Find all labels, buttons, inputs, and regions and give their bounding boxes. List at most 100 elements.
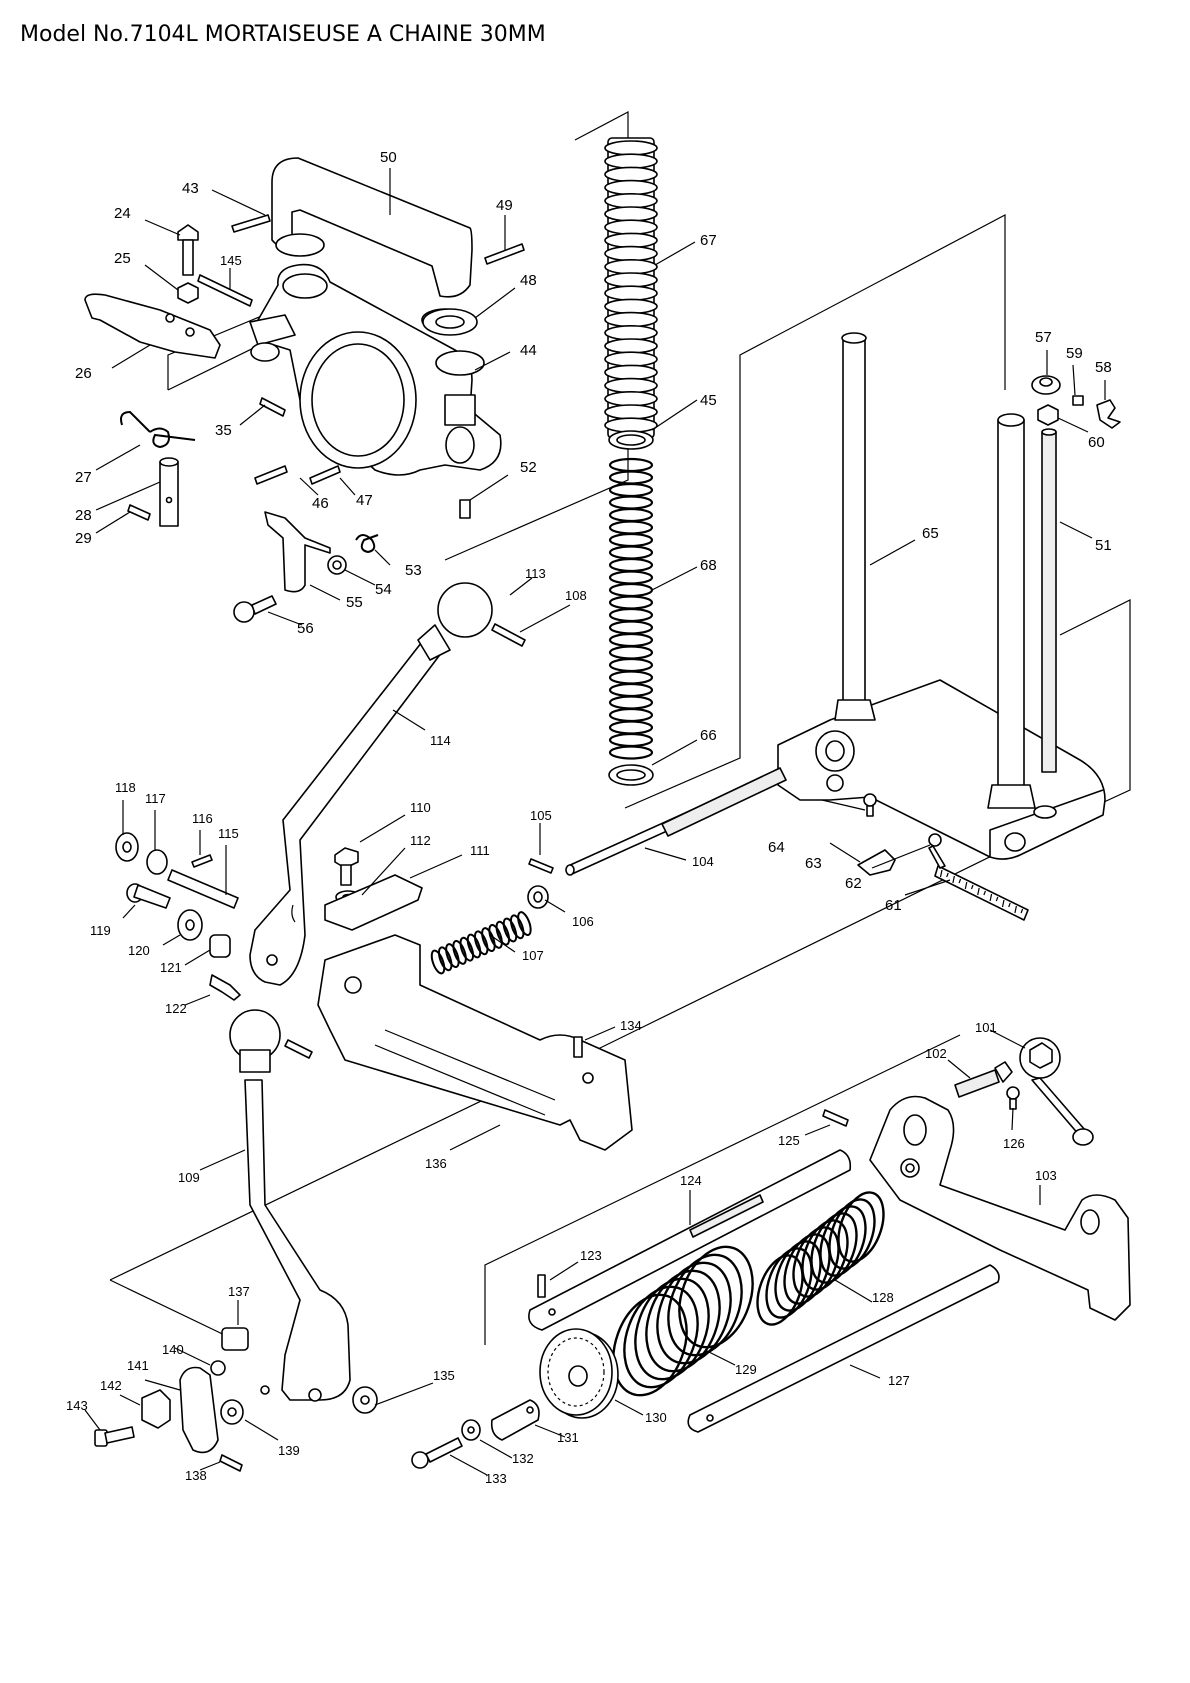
part-27-spring (120, 410, 196, 449)
label-49: 49 (496, 197, 513, 214)
label-111: 111 (470, 843, 490, 858)
label-143: 143 (66, 1398, 88, 1413)
bellows-rib (604, 338, 658, 354)
label-131: 131 (557, 1430, 579, 1445)
scale-tick (964, 881, 968, 890)
scale-tick (1020, 908, 1024, 914)
spring-coil (430, 949, 446, 975)
bellows-rib (604, 351, 658, 368)
label-136: 136 (425, 1156, 447, 1171)
bellows-rib (604, 311, 658, 328)
label-123: 123 (580, 1248, 602, 1263)
label-103: 103 (1035, 1168, 1057, 1183)
scale-tick (989, 893, 993, 902)
label-28: 28 (75, 507, 92, 524)
scale-tick (983, 890, 986, 896)
scale-tick (939, 869, 943, 878)
label-43: 43 (182, 180, 199, 197)
part-24-bolt (177, 224, 199, 276)
part-65-column-base (777, 332, 1106, 860)
spring-coil (517, 911, 532, 937)
spring-coil (608, 695, 654, 710)
part-114-lever (249, 582, 493, 986)
bellows-rib (604, 298, 658, 315)
label-133: 133 (485, 1471, 507, 1486)
part-121-bushing (209, 934, 231, 958)
label-107: 107 (522, 948, 544, 963)
spring-coil (612, 1293, 688, 1397)
label-127: 127 (888, 1373, 910, 1388)
part-59-screw (1072, 395, 1084, 406)
label-62: 62 (845, 875, 862, 892)
bellows-rib (604, 153, 658, 169)
part-51-threaded-rod (1041, 428, 1057, 773)
label-54: 54 (375, 581, 392, 598)
spring-coil (445, 943, 460, 969)
label-50: 50 (380, 149, 397, 166)
part-139-washer (220, 1399, 244, 1425)
label-61: 61 (885, 897, 902, 914)
bellows-rib (604, 324, 658, 341)
part-125-pin (822, 1109, 849, 1127)
spring-coil (608, 582, 654, 598)
bellows-rib (604, 258, 658, 275)
part-122-spring-plunger (209, 974, 241, 1001)
label-120: 120 (128, 943, 150, 958)
spring-coil (608, 720, 654, 735)
bellows-rib (604, 285, 658, 302)
part-43-pin (231, 214, 271, 233)
scale-tick (977, 887, 980, 896)
spring-coil (837, 1191, 885, 1263)
label-27: 27 (75, 469, 92, 486)
assembly-boundary-lines (109, 111, 1131, 1345)
part-106-washer (527, 885, 549, 909)
label-64: 64 (768, 839, 785, 856)
label-117: 117 (145, 791, 166, 806)
spring-coil (608, 570, 654, 585)
spring-coil (608, 632, 654, 648)
spring-coil (466, 933, 482, 959)
bellows-rib (604, 364, 658, 381)
label-102: 102 (925, 1046, 947, 1061)
part-130-disk (539, 1328, 619, 1419)
label-51: 51 (1095, 537, 1112, 554)
part-47-pin (309, 465, 341, 485)
part-131-bushing (490, 1399, 540, 1441)
part-60-nut (1037, 404, 1059, 426)
label-116: 116 (192, 811, 213, 826)
part-102-bolt (954, 1061, 1013, 1098)
label-132: 132 (512, 1451, 534, 1466)
spring-coil (608, 482, 654, 498)
part-128-spring (756, 1191, 885, 1326)
spring-coil (437, 946, 453, 972)
label-125: 125 (778, 1133, 800, 1148)
label-67: 67 (700, 232, 717, 249)
spring-coil (828, 1198, 876, 1270)
label-134: 134 (620, 1018, 642, 1033)
scale-tick (1014, 905, 1017, 914)
label-130: 130 (645, 1410, 667, 1425)
part-142-bushing (141, 1389, 171, 1429)
bellows-rib (604, 272, 658, 288)
label-29: 29 (75, 530, 92, 547)
label-106: 106 (572, 914, 594, 929)
scale-tick (995, 896, 999, 902)
spring-coil (608, 595, 654, 610)
label-105: 105 (530, 808, 552, 823)
spring-coil (509, 914, 525, 940)
part-66-ring (608, 764, 654, 786)
spring-coil (608, 495, 654, 510)
label-101: 101 (975, 1020, 997, 1035)
bellows-rib (604, 140, 658, 156)
part-115-pin (167, 869, 239, 909)
part-103-frame (869, 1095, 1131, 1321)
scale-tick (958, 878, 962, 884)
spring-coil (645, 1269, 721, 1373)
part-35-pin (259, 397, 286, 417)
scale-tick (1001, 899, 1005, 908)
part-48-washer (422, 308, 478, 336)
spring-coil (634, 1277, 710, 1381)
spring-coil (623, 1285, 699, 1389)
bellows-rib (604, 166, 658, 183)
label-60: 60 (1088, 434, 1105, 451)
